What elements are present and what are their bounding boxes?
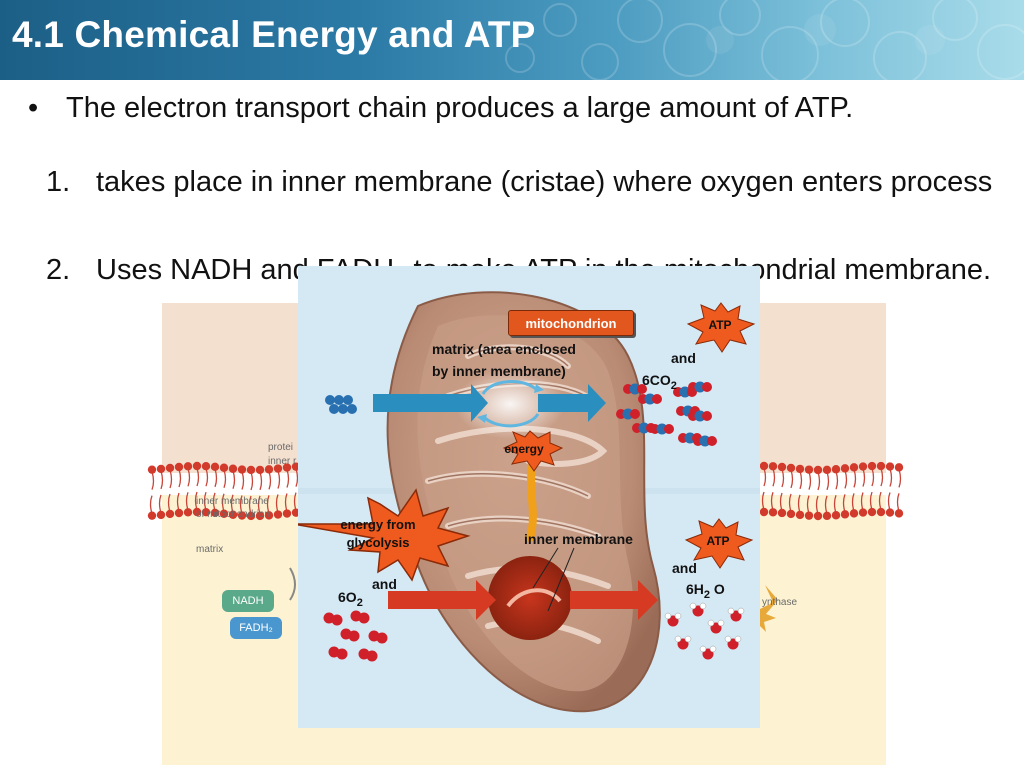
- bg-label-inner-membrane: inner membrane: [196, 496, 269, 507]
- bg-label-matrix: matrix: [196, 544, 224, 555]
- h2o-label: 6H2 O: [686, 581, 725, 604]
- h2o-suffix: O: [710, 581, 725, 597]
- energy-burst: [502, 430, 564, 472]
- nadh-pill: NADH: [222, 590, 274, 612]
- blue-arrow-in: [373, 384, 488, 422]
- bg-label-protein: protei: [268, 442, 294, 453]
- slide-title: 4.1 Chemical Energy and ATP: [12, 14, 536, 55]
- krebs-cycle-arrows: [481, 380, 540, 428]
- atp-burst-bottom: [684, 518, 754, 569]
- energy-from-glycolysis-label: energy from glycolysis: [318, 516, 438, 552]
- matrix-label-line1: matrix (area enclosed: [432, 341, 576, 357]
- and-label-top: and: [671, 350, 696, 366]
- bullet-list: • The electron transport chain produces …: [0, 80, 1024, 340]
- bg-label-of-mitochondrion: of mitochondrion: [196, 509, 270, 520]
- co2-label: 6CO2: [642, 372, 677, 395]
- fadh2-pill: FADH₂: [230, 617, 282, 639]
- red-arrow-in: [388, 580, 496, 620]
- co2-subscript: 2: [670, 379, 677, 392]
- sub-item-number: 1.: [46, 166, 71, 198]
- h2o-subscript: 2: [703, 588, 711, 601]
- energy-from-glycolysis-burst: [298, 488, 471, 582]
- atp-burst-top: [686, 302, 756, 353]
- mitochondrion-illustration: [298, 291, 760, 713]
- bg-label-synthase: ynthase: [762, 597, 798, 608]
- red-glow-region: [488, 556, 572, 640]
- bg-label-inner: inner r: [268, 456, 297, 467]
- mitochondrion-figure: mitochondrion matrix (area enclosed by i…: [298, 266, 760, 728]
- matrix-label-line2: by inner membrane): [432, 363, 566, 379]
- energy-from-line1: energy from: [340, 517, 416, 532]
- o2-label: 6O2: [338, 589, 363, 612]
- bullet-dot: •: [28, 92, 39, 124]
- red-arrow-out: [570, 580, 658, 620]
- and-label-bottom: and: [672, 560, 697, 576]
- o2-prefix: 6O: [338, 589, 357, 605]
- bullet-main-text: The electron transport chain produces a …: [66, 92, 854, 124]
- sub-item-text: takes place in inner membrane (cristae) …: [96, 166, 993, 198]
- slide-header: 4.1 Chemical Energy and ATP: [0, 0, 1024, 80]
- blue-arrow-out: [538, 384, 606, 422]
- atp-label-bottom: ATP: [706, 534, 730, 548]
- co2-prefix: 6CO: [642, 372, 671, 388]
- atp-label-top: ATP: [708, 318, 732, 332]
- energy-from-line2: glycolysis: [346, 535, 410, 550]
- mitochondrion-label: mitochondrion: [508, 310, 634, 336]
- inner-membrane-label: inner membrane: [524, 531, 633, 547]
- cell-texture-decoration: [505, 0, 1024, 80]
- o2-subscript: 2: [356, 596, 363, 609]
- and-label-left: and: [372, 576, 397, 592]
- h2o-prefix: 6H: [686, 581, 704, 597]
- sub-item-number: 2.: [46, 254, 71, 286]
- energy-label: energy: [504, 442, 544, 456]
